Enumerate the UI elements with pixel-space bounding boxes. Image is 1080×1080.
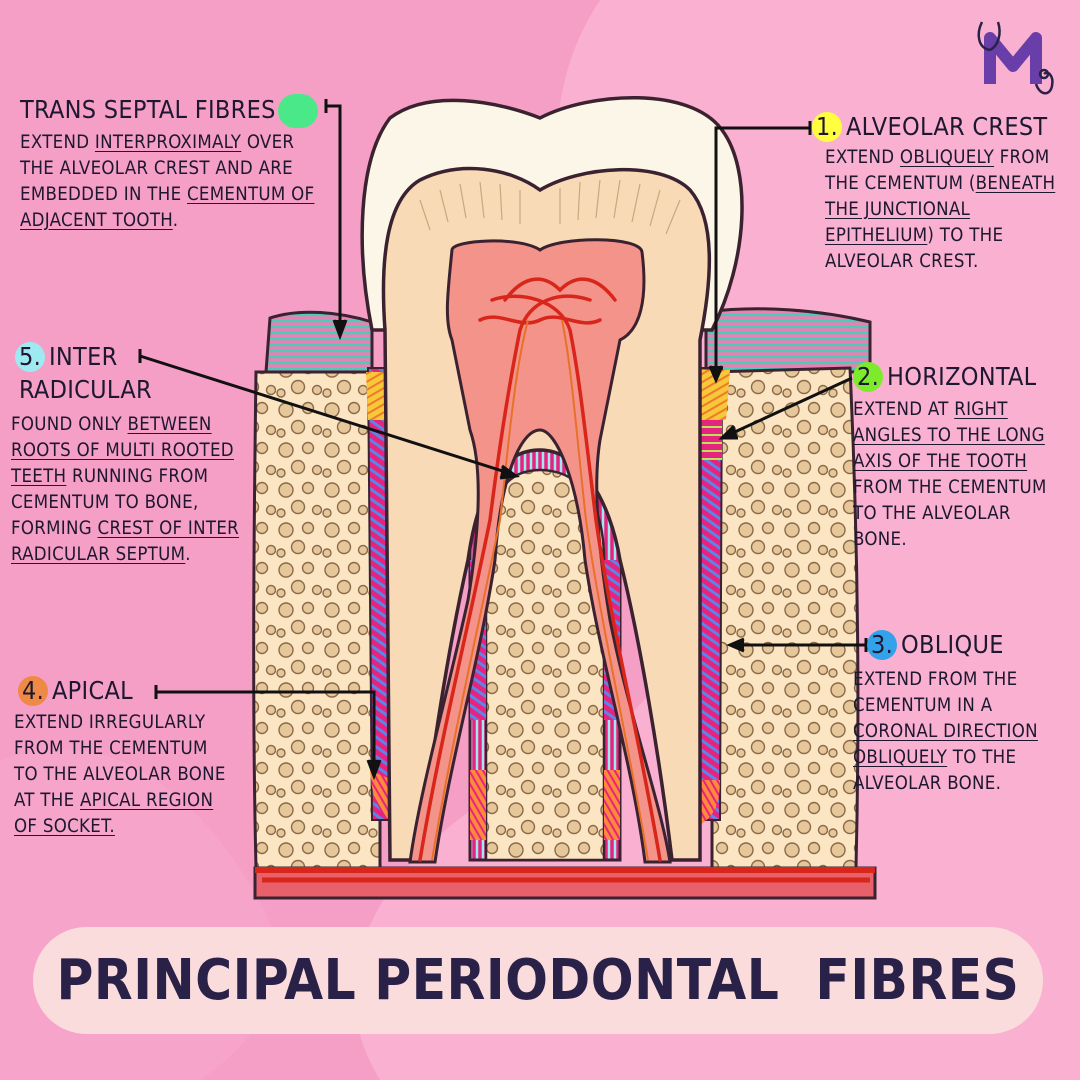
apical-number-badge: 4. [18,676,48,706]
right-alveolar-bone [712,368,858,868]
alveolar-crest-heading: 1.ALVEOLAR CREST [812,112,1074,142]
alveolar-crest-number-badge: 1. [812,112,842,142]
horizontal-number-badge: 2. [853,362,883,392]
oblique-label: 3.OBLIQUE EXTEND FROM THE CEMENTUM IN A … [853,630,1068,797]
horizontal-description: EXTEND AT RIGHT ANGLES TO THE LONG AXIS … [853,397,1053,553]
left-gingiva [266,312,372,372]
inter-radicular-heading: 5.INTER [11,342,239,372]
alveolar-crest-description: EXTEND OBLIQUELY FROM THE CEMENTUM (BENE… [812,145,1074,275]
horizontal-heading: 2.HORIZONTAL [853,362,1053,392]
page-title: PRINCIPAL PERIODONTAL FIBRES [33,927,1043,1034]
right-gingiva [706,309,870,372]
oblique-description: EXTEND FROM THE CEMENTUM IN A CORONAL DI… [853,667,1068,797]
inter-radicular-number-badge: 5. [15,342,45,372]
inter-radicular-heading-line2: RADICULAR [11,375,239,404]
trans-septal-heading-text: TRANS SEPTAL FIBRES [20,95,276,124]
apical-description: EXTEND IRREGULARLY FROM THE CEMENTUM TO … [14,710,232,840]
oblique-heading: 3.OBLIQUE [853,630,1068,660]
apical-heading: 4.APICAL [14,676,232,706]
left-alveolar-bone [254,372,380,868]
alveolar-crest-label: 1.ALVEOLAR CREST EXTEND OBLIQUELY FROM T… [812,112,1074,275]
trans-septal-color-dot [278,94,318,128]
trans-septal-description: EXTEND INTERPROXIMALY OVER THE ALVEOLAR … [20,130,320,234]
stethoscope-m-logo-icon [968,14,1058,104]
inter-radicular-label: 5.INTER RADICULAR FOUND ONLY BETWEEN ROO… [11,342,239,568]
trans-septal-heading: TRANS SEPTAL FIBRES [20,94,320,128]
oblique-number-badge: 3. [867,630,897,660]
apical-label: 4.APICAL EXTEND IRREGULARLY FROM THE CEM… [14,676,232,840]
horizontal-label: 2.HORIZONTAL EXTEND AT RIGHT ANGLES TO T… [853,362,1053,553]
inter-radicular-description: FOUND ONLY BETWEEN ROOTS OF MULTI ROOTED… [11,412,239,568]
trans-septal-label: TRANS SEPTAL FIBRES EXTEND INTERPROXIMAL… [20,94,320,234]
